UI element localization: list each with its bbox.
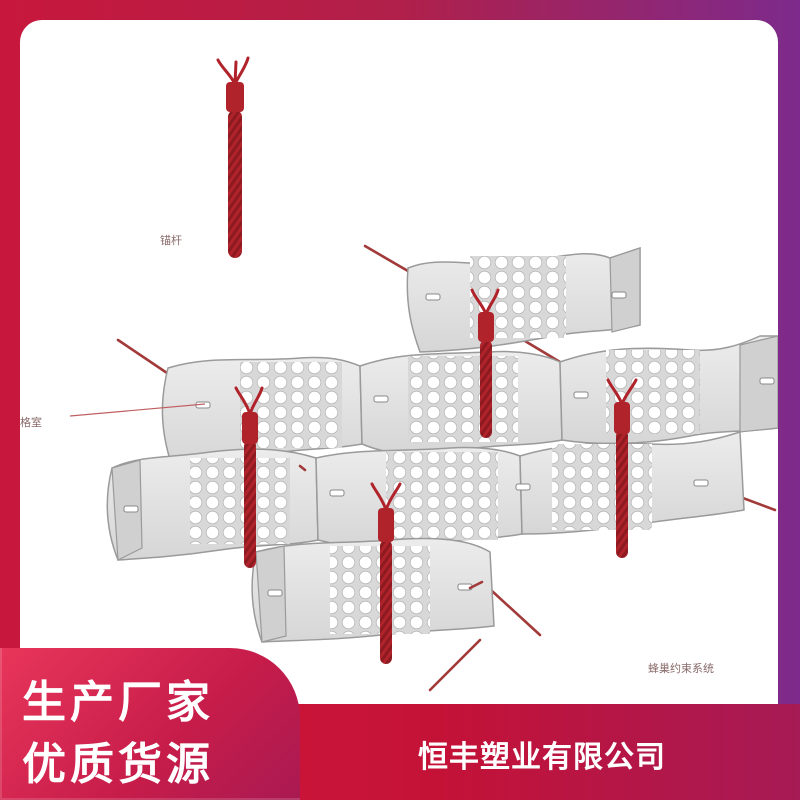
cell-front [251, 537, 495, 643]
slogan-line-1: 生产厂家 [22, 677, 214, 728]
geocell-diagram [69, 56, 778, 692]
cell-label: 格室 [20, 416, 42, 429]
anchor-rod-4 [370, 482, 402, 664]
anchor-rod-2 [234, 386, 264, 568]
slogan-line-2: 优质货源 [22, 739, 214, 790]
system-label: 蜂巢约束系统 [648, 662, 714, 675]
cell-lower-right [515, 430, 745, 535]
anchor-rod-1 [470, 288, 500, 438]
company-name: 恒丰塑业有限公司 [418, 740, 666, 775]
anchor-rod-standalone [216, 56, 250, 258]
cell-label-pointer [69, 403, 206, 417]
anchor-rod-3 [606, 378, 638, 558]
cell-middle-right [559, 335, 778, 445]
cell-lower-left [106, 448, 319, 561]
slogan-badge: 生产厂家 优质货源 [0, 648, 300, 800]
cell-middle-left [161, 356, 363, 467]
cell-top [406, 246, 641, 353]
anchor-label: 锚杆 [160, 234, 182, 247]
cell-lower-center [315, 446, 523, 549]
cell-middle-center [359, 350, 563, 455]
